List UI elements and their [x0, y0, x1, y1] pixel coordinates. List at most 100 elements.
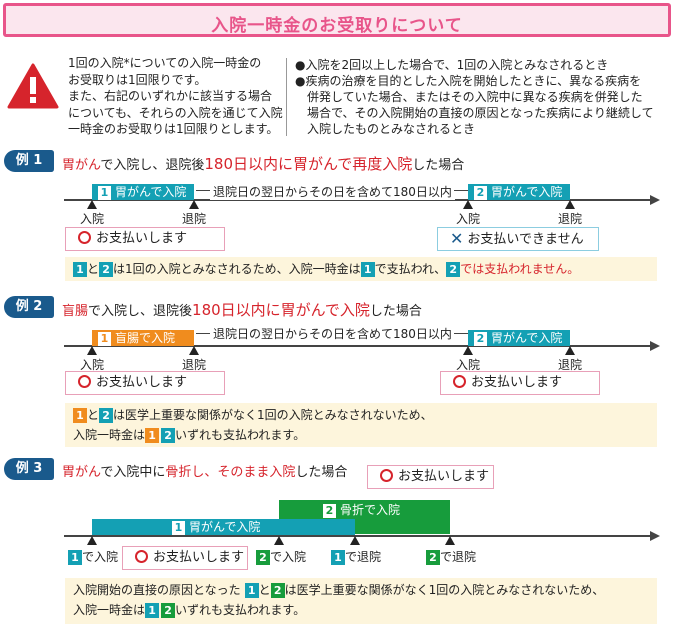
example-3-pay-box-1: お支払いします	[122, 546, 248, 570]
bar-label: 胃がんで入院	[189, 520, 261, 534]
notice-left-line: 1回の入院*についての入院一時金の	[68, 56, 262, 70]
example-2-pay-box-2: お支払いします	[440, 371, 600, 395]
title-part: し、そのまま入院	[191, 465, 296, 480]
span-right-line	[454, 333, 468, 335]
pay-label: お支払いします	[96, 375, 188, 390]
pay-label: お支払いします	[471, 375, 563, 390]
tick-triangle-icon	[274, 536, 284, 545]
notice-left-line: 一時金のお受取りは1回限りとします。	[68, 122, 279, 136]
bar-label: 胃がんで入院	[491, 331, 563, 345]
title-part: した場合	[369, 304, 422, 319]
tick-label: 退院	[181, 212, 206, 226]
warning-triangle-icon	[7, 63, 59, 109]
tick-label: 退院	[557, 212, 582, 226]
note-text: いずれも支払われます。	[175, 428, 306, 442]
notice-divider	[286, 58, 287, 136]
tick-label: 入院	[79, 358, 104, 372]
page-header: 入院一時金のお受取りについて	[3, 3, 671, 37]
number-badge: 1	[244, 583, 259, 598]
example-2-pay-box-1: お支払いします	[65, 371, 225, 395]
pay-label: お支払いします	[153, 550, 245, 565]
example-3-title: 胃がんで入院中に骨折し、そのまま入院した場合	[62, 461, 347, 480]
tick-triangle-icon	[445, 536, 455, 545]
tick-text: で退院	[345, 550, 382, 564]
title-part: した場合	[295, 465, 348, 480]
bar-number: 2	[474, 185, 487, 200]
number-badge: 1	[145, 603, 160, 618]
title-part: 180日以内に胃がんで再度入院	[204, 155, 413, 173]
tick-label: 退院	[181, 358, 206, 372]
example-2-title: 盲腸で入院し、退院後180日以内に胃がんで入院した場合	[62, 299, 422, 320]
span-left-line	[196, 190, 210, 192]
bar-label: 骨折で入院	[340, 503, 401, 517]
number-badge: 2	[270, 583, 285, 598]
example-3-timeline	[64, 535, 652, 537]
bar-number: 1	[172, 520, 185, 535]
example-3-pay-box-2: お支払いします	[367, 465, 494, 489]
note-text: は医学上重要な関係がなく1回の入院とみなされないため、	[284, 583, 605, 597]
number-badge: 1	[360, 262, 375, 277]
timeline-arrow-icon	[650, 341, 660, 351]
tick-triangle-icon	[350, 536, 360, 545]
pay-label: お支払いします	[398, 469, 490, 484]
notice-right-line: 入院したものとみなされるとき	[295, 122, 476, 136]
tick-triangle-icon	[565, 200, 575, 209]
number-badge: 2	[256, 550, 270, 565]
note-text: で支払われ、	[374, 262, 447, 276]
note-text: と	[258, 583, 271, 597]
note-text: いずれも支払われます。	[175, 603, 306, 617]
number-badge: 2	[99, 262, 114, 277]
number-badge: 1	[68, 550, 82, 565]
example-1-nopay-box: ✕お支払いできません	[437, 227, 599, 251]
tick-label: 入院	[79, 212, 104, 226]
bar-number: 1	[98, 331, 111, 346]
bar-number: 2	[323, 503, 336, 518]
example-2-span-label: 退院日の翌日からその日を含めて180日以内	[210, 325, 455, 342]
notice-left-line: お受取りは1回限りです。	[68, 72, 207, 87]
notice-left-line: また、右記のいずれかに該当する場合	[68, 89, 273, 103]
tick-text: で退院	[440, 550, 477, 564]
tick-label: 入院	[455, 358, 480, 372]
example-2-badge: 例 2	[4, 296, 54, 318]
notice-right: ●入院を2回以上した場合で、1回の入院とみなされるとき ●疾病の治療を目的とした…	[295, 57, 675, 137]
title-part: 胃がん	[62, 465, 101, 480]
notice-right-line: ●疾病の治療を目的とした入院を開始したときに、異なる疾病を	[295, 74, 642, 88]
example-1-pay-box: お支払いします	[65, 227, 225, 251]
bar-number: 1	[98, 185, 111, 200]
tick-triangle-icon	[463, 200, 473, 209]
nopay-label: お支払いできません	[467, 232, 584, 247]
circle-icon	[78, 231, 91, 244]
note-text: と	[87, 262, 100, 276]
example-3-badge: 例 3	[4, 458, 54, 480]
example-2-timeline	[64, 345, 652, 347]
pay-label: お支払いします	[96, 231, 188, 246]
number-badge: 2	[446, 262, 461, 277]
tick-text: で入院	[270, 550, 307, 564]
number-badge: 2	[426, 550, 440, 565]
notice-left-line: についても、それらの入院を通じて入院	[68, 105, 283, 120]
tick-triangle-icon	[463, 346, 473, 355]
title-part: 胃がん	[62, 158, 101, 173]
example-3-bar-2: 2 骨折で入院	[279, 500, 450, 534]
note-text: と	[87, 408, 100, 422]
example-1-span-label: 退院日の翌日からその日を含めて180日以内	[210, 183, 455, 200]
example-1-title: 胃がんで入院し、退院後180日以内に胃がんで再度入院した場合	[62, 153, 464, 174]
span-right-line	[454, 190, 468, 192]
tick-triangle-icon	[87, 346, 97, 355]
circle-icon	[78, 375, 91, 388]
number-badge: 2	[161, 428, 176, 443]
tick-triangle-icon	[565, 346, 575, 355]
example-1-badge: 例 1	[4, 150, 54, 172]
title-part: 骨折	[165, 465, 192, 480]
title-part: で入院中に	[100, 465, 166, 480]
notice-right-line: ●入院を2回以上した場合で、1回の入院とみなされるとき	[295, 58, 609, 72]
span-left-line	[196, 333, 210, 335]
